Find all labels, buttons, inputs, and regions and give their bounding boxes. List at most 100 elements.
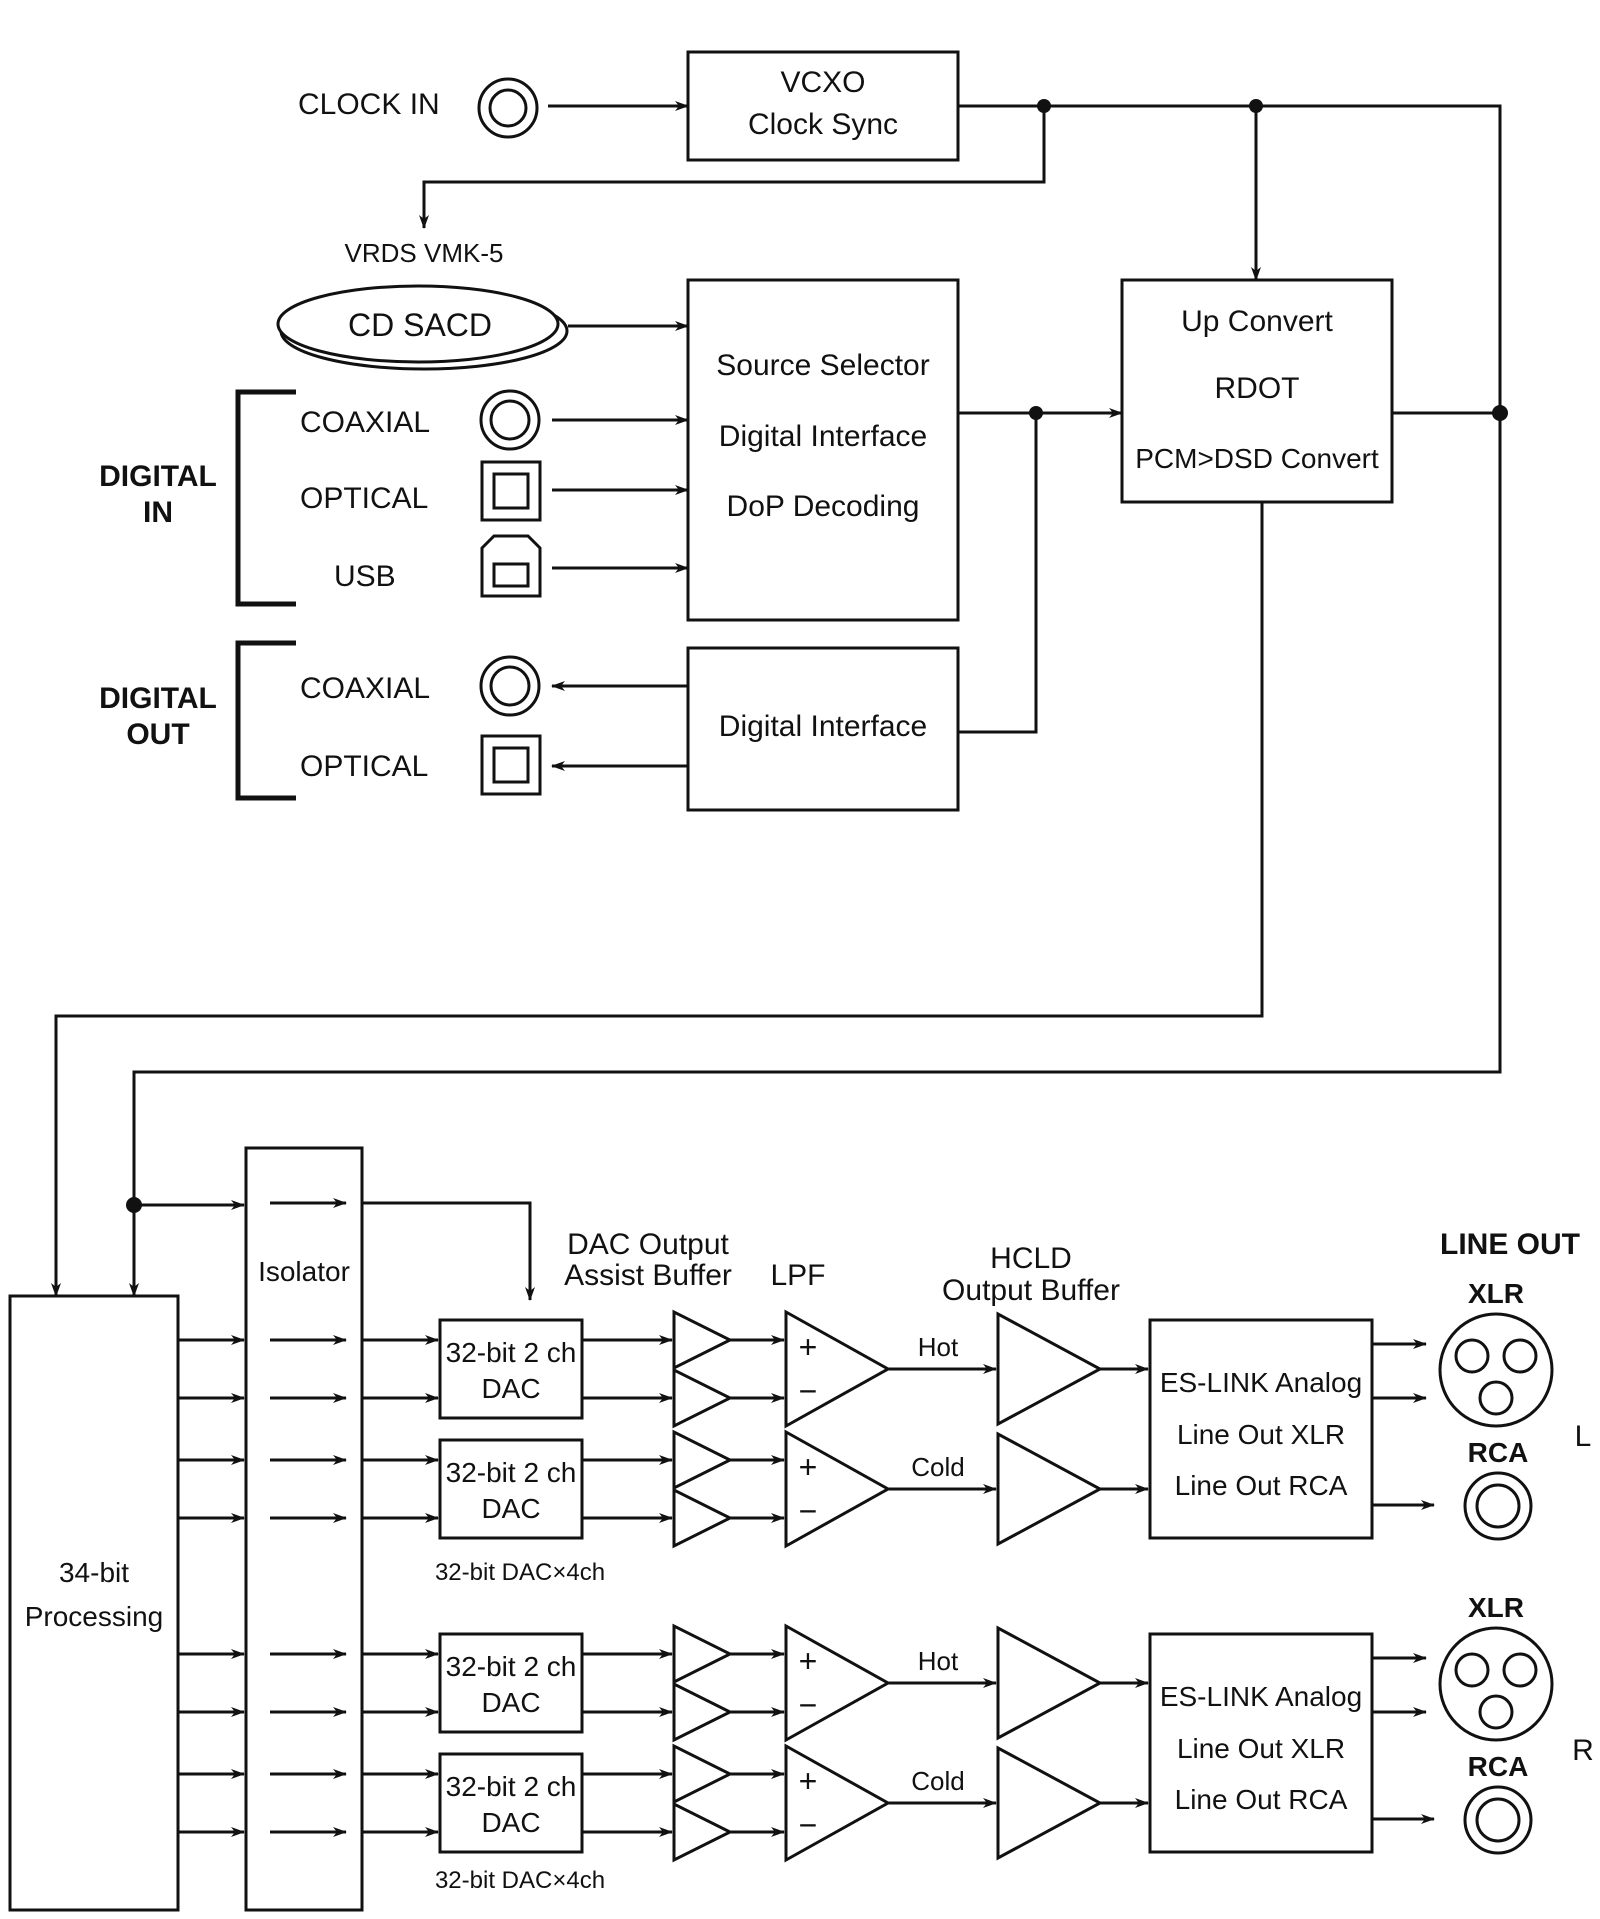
lpf-opamp-triangle xyxy=(784,1429,892,1549)
dac-block xyxy=(438,1318,584,1420)
coaxial-in-jack-icon xyxy=(479,389,541,451)
clock-sync-label: Clock Sync xyxy=(748,108,898,141)
digital-out-label: DIGITAL xyxy=(99,682,217,715)
lpf-opamp-triangle xyxy=(784,1309,892,1429)
dac-block xyxy=(438,1752,584,1854)
line-out-label: LINE OUT xyxy=(1440,1228,1580,1261)
digital-out-label: OUT xyxy=(126,718,189,751)
digital-out-bracket xyxy=(235,640,296,801)
left-channel-label: L xyxy=(1575,1420,1592,1453)
clock-bus-wire xyxy=(129,104,1502,1297)
digital-in-label: DIGITAL xyxy=(99,460,217,493)
opamp-plus-sign: + xyxy=(799,1643,818,1679)
coaxial-out-jack-icon xyxy=(479,655,541,717)
clock-to-dac-wire xyxy=(362,1201,535,1301)
rca-connector-icon xyxy=(1463,1785,1533,1855)
disc-icon xyxy=(276,284,569,371)
hcld-buffer-triangle xyxy=(996,1311,1104,1427)
dac-label: DAC xyxy=(481,1493,540,1524)
dac-block xyxy=(438,1438,584,1540)
dac-channel-label: 32-bit 2 ch xyxy=(446,1771,577,1802)
rca-connector-icon xyxy=(1463,1471,1533,1541)
pcm-dsd-label: PCM>DSD Convert xyxy=(1135,443,1379,474)
lpf-opamp-triangle xyxy=(784,1623,892,1743)
hcld-label: Output Buffer xyxy=(942,1274,1120,1307)
es-link-block xyxy=(1148,1632,1374,1854)
assist-buffer-triangles xyxy=(672,1309,734,1549)
hot-label: Hot xyxy=(918,1332,959,1362)
line-out-xlr-label: Line Out XLR xyxy=(1177,1419,1345,1450)
dac-to-buffer-arrows xyxy=(582,1649,673,1837)
source-selector-label: Source Selector xyxy=(716,349,929,382)
dac-channel-label: 32-bit 2 ch xyxy=(446,1457,577,1488)
optical-out-jack-icon xyxy=(480,734,542,796)
xlr-connector-icon xyxy=(1438,1312,1554,1428)
es-link-label: ES-LINK Analog xyxy=(1160,1367,1362,1398)
channel-group-right: 32-bit 2 ch DAC 32-bit 2 ch DAC 32-bit D… xyxy=(178,1592,1594,1894)
line-out-rca-label: Line Out RCA xyxy=(1175,1470,1348,1501)
rdot-label: RDOT xyxy=(1215,372,1300,405)
rca-label: RCA xyxy=(1468,1751,1529,1782)
assist-buffer-triangles xyxy=(672,1623,734,1863)
buffer-to-lpf-arrows xyxy=(730,1649,785,1837)
processing-bits-label: 34-bit xyxy=(59,1557,129,1588)
dac-block xyxy=(438,1632,584,1734)
opamp-minus-sign: − xyxy=(799,1373,818,1409)
clock-to-drive-wire xyxy=(419,106,1046,229)
es-link-block xyxy=(1148,1318,1374,1540)
buffer-to-lpf-arrows xyxy=(730,1335,785,1523)
es-link-label: ES-LINK Analog xyxy=(1160,1681,1362,1712)
optical-in-label: OPTICAL xyxy=(300,482,428,515)
disc-label: CD SACD xyxy=(348,307,492,343)
dac-channel-label: 32-bit 2 ch xyxy=(446,1337,577,1368)
opamp-minus-sign: − xyxy=(799,1687,818,1723)
dac-label: DAC xyxy=(481,1373,540,1404)
usb-in-label: USB xyxy=(334,560,396,593)
dac-to-buffer-arrows xyxy=(582,1335,673,1523)
digital-interface-out-label: Digital Interface xyxy=(719,710,927,743)
isolator-label: Isolator xyxy=(258,1256,350,1287)
digital-in-bracket xyxy=(235,389,296,607)
usb-jack-icon xyxy=(480,534,542,598)
clock-in-label: CLOCK IN xyxy=(298,88,440,121)
source-selector-block xyxy=(686,278,960,622)
upconvert-to-processing-wire xyxy=(51,502,1264,1297)
digital-interface-out-block xyxy=(686,646,960,812)
coaxial-in-label: COAXIAL xyxy=(300,406,430,439)
optical-in-jack-icon xyxy=(480,460,542,522)
opamp-minus-sign: − xyxy=(799,1807,818,1843)
opamp-plus-sign: + xyxy=(799,1449,818,1485)
dop-decoding-label: DoP Decoding xyxy=(727,490,920,523)
hcld-buffer-triangle xyxy=(996,1745,1104,1861)
dac-count-note: 32-bit DAC×4ch xyxy=(435,1867,605,1894)
line-out-rca-label: Line Out RCA xyxy=(1175,1784,1348,1815)
channel-group-left: 32-bit 2 ch DAC 32-bit 2 ch DAC 32-bit D… xyxy=(178,1278,1591,1586)
dac-channel-label: 32-bit 2 ch xyxy=(446,1651,577,1682)
xlr-label: XLR xyxy=(1468,1278,1524,1309)
right-channel-label: R xyxy=(1572,1734,1594,1767)
dac-output-assist-label: Assist Buffer xyxy=(564,1259,732,1292)
up-convert-label: Up Convert xyxy=(1181,305,1333,338)
hcld-buffer-triangle xyxy=(996,1431,1104,1547)
opamp-plus-sign: + xyxy=(799,1329,818,1365)
processing-block xyxy=(8,1294,180,1912)
selector-to-digital-out-wire xyxy=(958,413,1038,734)
dac-label: DAC xyxy=(481,1687,540,1718)
rca-label: RCA xyxy=(1468,1437,1529,1468)
up-convert-block xyxy=(1120,278,1394,504)
opamp-plus-sign: + xyxy=(799,1763,818,1799)
line-out-xlr-label: Line Out XLR xyxy=(1177,1733,1345,1764)
dac-output-assist-label: DAC Output xyxy=(567,1228,729,1261)
processing-signal-arrows xyxy=(178,1335,439,1523)
digital-in-label: IN xyxy=(143,496,173,529)
cold-label: Cold xyxy=(911,1766,964,1796)
digital-interface-label: Digital Interface xyxy=(719,420,927,453)
processing-label: Processing xyxy=(25,1601,164,1632)
clock-in-jack-icon xyxy=(477,77,539,139)
vcxo-label: VCXO xyxy=(780,66,865,99)
dac-count-note: 32-bit DAC×4ch xyxy=(435,1559,605,1586)
dac-label: DAC xyxy=(481,1807,540,1838)
hcld-label: HCLD xyxy=(990,1242,1072,1275)
cold-label: Cold xyxy=(911,1452,964,1482)
coaxial-out-label: COAXIAL xyxy=(300,672,430,705)
